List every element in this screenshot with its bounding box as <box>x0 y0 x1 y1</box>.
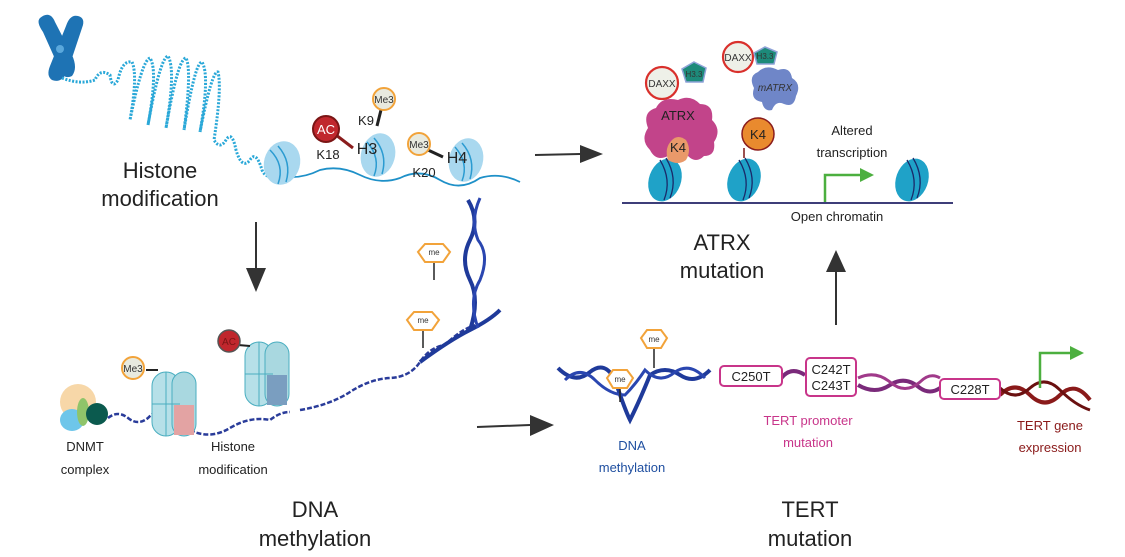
k4-label: K4 <box>670 140 686 155</box>
k20-me3-label: Me3 <box>409 140 429 151</box>
nucleosome <box>895 157 929 202</box>
me-label: me <box>648 335 660 344</box>
methyl-group-icon <box>416 243 452 263</box>
open-chromatin-label: Open chromatin <box>791 209 884 224</box>
nucleosome-h3 <box>360 133 396 177</box>
atrx-label: ATRX <box>661 108 695 123</box>
tert-mutation-panel: me me DNA methylation C250T C242T C243T … <box>556 329 1092 551</box>
mutant-atrx-protein-icon <box>751 67 799 111</box>
nucleosome <box>648 157 682 202</box>
me-label: me <box>417 316 429 325</box>
k18-label: K18 <box>316 147 339 162</box>
atrx-mutation-panel: ATRX K4 DAXX H3.3 K4 mATRX DAXX H3.3 Alt… <box>622 40 953 283</box>
flow-arrow-right-top <box>534 145 603 163</box>
dnmt-label-line2: complex <box>61 462 110 477</box>
me-label: me <box>428 248 440 257</box>
histone-modification-panel: AC K18 H3 Me3 K9 Me3 H4 K20 Histone modi… <box>38 14 521 211</box>
altered-label-line1: Altered <box>831 123 872 138</box>
k4-histone-tail-icon <box>741 117 775 151</box>
panel-title-line2: mutation <box>768 526 852 551</box>
mutation-c242t-c243t: C242T C243T <box>805 357 857 397</box>
acetylation-mark-icon <box>312 115 340 143</box>
panel-title-line1: TERT <box>781 497 838 522</box>
transcription-arrow-icon <box>1038 351 1072 388</box>
dnmt-complex-icon <box>60 384 108 431</box>
dna-methylation-label-line2: methylation <box>599 460 665 475</box>
h33-label: H3.3 <box>686 70 703 79</box>
histone-octamer <box>151 371 197 437</box>
panel-title-line1: DNA <box>292 497 339 522</box>
atrx-protein-icon <box>644 97 718 160</box>
methylation-mark-icon <box>407 132 431 156</box>
k20-label: K20 <box>412 165 435 180</box>
nucleosome-h4 <box>448 138 484 182</box>
c250t-label: C250T <box>731 369 770 384</box>
histmod-label-line1: Histone <box>211 439 255 454</box>
me-label: me <box>614 375 626 384</box>
acetylation-mark-icon <box>217 329 241 353</box>
me3-label: Me3 <box>123 364 143 375</box>
daxx-icon <box>721 40 755 74</box>
k9-label: K9 <box>358 113 374 128</box>
h33-icon <box>681 61 707 83</box>
mutation-c228t: C228T <box>939 378 1001 400</box>
ac-label: AC <box>222 337 236 348</box>
histone-octamer <box>244 341 290 407</box>
k4-label: K4 <box>750 127 766 142</box>
altered-label-line2: transcription <box>817 145 888 160</box>
dnmt-label-line1: DNMT <box>66 439 104 454</box>
panel-title-line1: Histone <box>123 158 198 183</box>
promoter-label-line2: mutation <box>783 435 833 450</box>
flow-arrow-right-bottom <box>476 415 554 436</box>
c242t-label: C242T <box>811 362 850 377</box>
nucleosome <box>727 157 761 202</box>
panel-title-line2: methylation <box>259 526 372 551</box>
h4-label: H4 <box>447 150 468 167</box>
dna-methylation-panel: DNMT complex Me3 AC Histone modificatio <box>60 197 502 551</box>
panel-title-line2: modification <box>101 186 218 211</box>
c228t-label: C228T <box>950 382 989 397</box>
nucleosome <box>263 141 301 185</box>
h33-label: H3.3 <box>757 52 774 61</box>
dna-helix-methylated <box>556 365 712 425</box>
panel-title-line2: mutation <box>680 258 764 283</box>
c243t-label: C243T <box>811 378 850 393</box>
histmod-label-line2: modification <box>198 462 267 477</box>
chromatin-fiber <box>61 54 281 179</box>
daxx-label: DAXX <box>724 53 752 64</box>
daxx-icon <box>644 65 680 101</box>
methyl-group-icon <box>639 329 669 349</box>
h33-icon <box>753 46 778 65</box>
promoter-label-line1: TERT promoter <box>763 413 853 428</box>
methylation-mark-icon <box>372 87 396 111</box>
daxx-label: DAXX <box>648 79 676 90</box>
panel-title-line1: ATRX <box>693 230 750 255</box>
methyl-group-icon <box>605 369 635 389</box>
transcription-arrow-icon <box>823 173 862 202</box>
k9-me3-label: Me3 <box>374 95 394 106</box>
expression-label-line2: expression <box>1019 440 1082 455</box>
mutation-c250t: C250T <box>719 365 783 387</box>
ac-label: AC <box>317 122 335 137</box>
matrx-label: mATRX <box>758 83 793 94</box>
methylation-mark-icon <box>121 356 145 380</box>
flow-arrow-up <box>826 250 846 325</box>
chromosome-icon <box>38 14 84 81</box>
flow-arrow-down <box>246 222 266 292</box>
dna-methylation-label-line1: DNA <box>618 438 646 453</box>
expression-label-line1: TERT gene <box>1017 418 1083 433</box>
methyl-group-icon <box>405 311 441 331</box>
h3-label: H3 <box>357 141 378 158</box>
